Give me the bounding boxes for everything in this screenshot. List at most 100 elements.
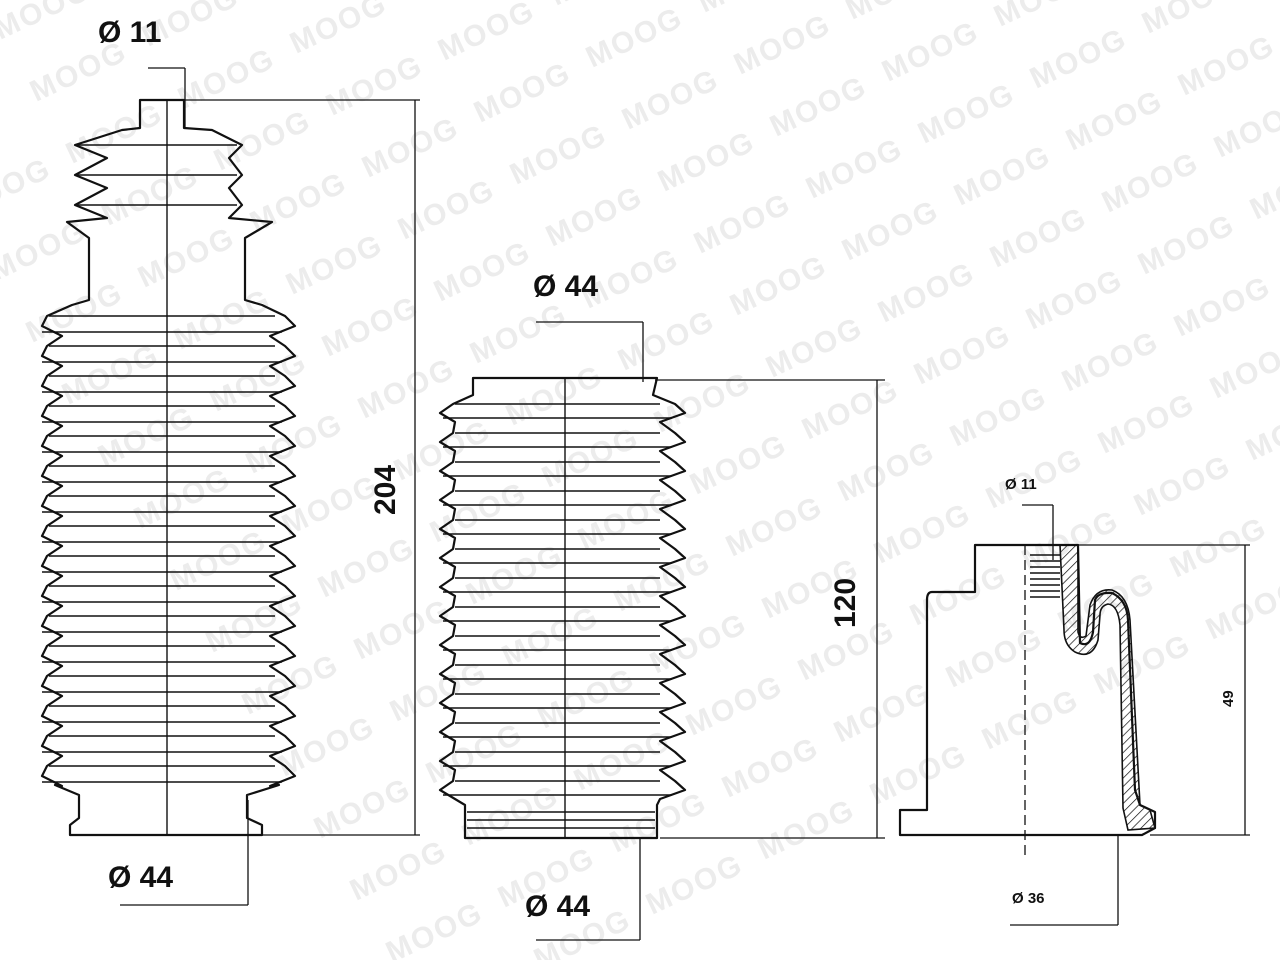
watermark-text: MOOG xyxy=(0,152,56,225)
watermark-text: MOOG xyxy=(97,159,204,232)
watermark-text: MOOG xyxy=(833,435,940,508)
watermark-text: MOOG xyxy=(61,97,168,170)
watermark-text: MOOG xyxy=(1173,29,1280,102)
boot-mid-bottom-diameter-label: Ø 44 xyxy=(525,890,590,923)
watermark-text: MOOG xyxy=(909,318,1016,391)
watermark-text: MOOG xyxy=(1089,628,1196,701)
watermark-text: MOOG xyxy=(1061,84,1168,157)
steering-boot-long: Ø 11 Ø 44 204 xyxy=(40,16,420,906)
watermark-text: MOOG xyxy=(285,0,392,60)
watermark-text: MOOG xyxy=(457,779,564,852)
boot-long-length-label: 204 xyxy=(369,465,402,515)
watermark-text: MOOG xyxy=(133,221,240,294)
boot-long-ribs xyxy=(42,144,282,783)
boot-mid-outline xyxy=(438,376,687,840)
watermark-text: MOOG xyxy=(829,676,936,749)
watermark-text: MOOG xyxy=(357,111,464,184)
watermark-text: MOOG xyxy=(469,56,576,129)
watermark-text: MOOG xyxy=(649,366,756,439)
watermark-text: MOOG xyxy=(433,0,540,67)
watermark-text: MOOG xyxy=(205,345,312,418)
watermark-text: MOOG xyxy=(913,77,1020,150)
watermark-text: MOOG xyxy=(1209,91,1280,164)
boot-long-outline xyxy=(40,98,297,837)
watermark-text: MOOG xyxy=(505,118,612,191)
boot-small-top-diameter-label: Ø 11 xyxy=(1005,476,1037,493)
boot-small-inner-ribs xyxy=(1030,554,1060,598)
watermark-text: MOOG xyxy=(765,70,872,143)
watermark-text: MOOG xyxy=(653,125,760,198)
steering-boot-small: Ø 11 Ø 36 49 xyxy=(898,476,1250,926)
watermark-text: MOOG xyxy=(985,201,1092,274)
watermark-text: MOOG xyxy=(721,490,828,563)
watermark-text: MOOG xyxy=(465,297,572,370)
watermark-text: MOOG xyxy=(537,421,644,494)
watermark-text: MOOG xyxy=(905,559,1012,632)
boot-mid-length-label: 120 xyxy=(829,578,862,628)
watermark-text: MOOG xyxy=(761,311,868,384)
watermark-text: MOOG xyxy=(877,15,984,88)
watermark-text: MOOG xyxy=(873,256,980,329)
watermark-text: MOOG xyxy=(941,621,1048,694)
watermark-text: MOOG xyxy=(989,0,1096,33)
watermark-text: MOOG xyxy=(1241,394,1280,467)
watermark-text: MOOG xyxy=(429,235,536,308)
watermark-text: MOOG xyxy=(693,0,800,19)
watermark-text: MOOG xyxy=(385,655,492,728)
watermark-text: MOOG xyxy=(21,276,128,349)
boot-long-top-diameter-label: Ø 11 xyxy=(98,16,161,49)
watermark-text: MOOG xyxy=(725,249,832,322)
watermark-text: MOOG xyxy=(501,359,608,432)
watermark-text: MOOG xyxy=(381,896,488,960)
watermark-text: MOOG xyxy=(0,214,92,287)
watermark-text: MOOG xyxy=(393,173,500,246)
watermark-text: MOOG xyxy=(837,194,944,267)
watermark-text: MOOG xyxy=(1133,208,1240,281)
watermark-text: MOOG xyxy=(717,731,824,804)
watermark-text: MOOG xyxy=(541,180,648,253)
watermark-text: MOOG xyxy=(309,772,416,845)
boot-mid-top-diameter-label: Ø 44 xyxy=(533,270,598,303)
watermark-text: MOOG xyxy=(1165,511,1272,584)
boot-small-bottom-diameter-label: Ø 36 xyxy=(1012,890,1045,907)
watermark-text: MOOG xyxy=(349,593,456,666)
boot-small-section-hatch xyxy=(1059,544,1157,831)
watermark-text: MOOG xyxy=(1093,387,1200,460)
watermark-text: MOOG xyxy=(569,724,676,797)
watermark-text: MOOG xyxy=(421,717,528,790)
watermark-text: MOOG xyxy=(425,476,532,549)
watermark-text: MOOG xyxy=(645,607,752,680)
watermark-text: MOOG xyxy=(533,662,640,735)
watermark-text: MOOG xyxy=(317,290,424,363)
watermark-text: MOOG xyxy=(129,462,236,535)
watermark-text: MOOG xyxy=(949,139,1056,212)
watermark-text: MOOG xyxy=(1169,270,1276,343)
watermark-text: MOOG xyxy=(605,786,712,859)
watermark-text: MOOG xyxy=(685,428,792,501)
steering-boot-mid: Ø 44 Ø 44 120 xyxy=(438,270,885,941)
watermark-text: MOOG xyxy=(1129,449,1236,522)
watermark-text: MOOG xyxy=(281,228,388,301)
watermark-text: MOOG xyxy=(681,669,788,742)
watermark-text: MOOG xyxy=(865,738,972,811)
watermark-text: MOOG xyxy=(1097,146,1204,219)
watermark-text: MOOG xyxy=(321,49,428,122)
watermark-text: MOOG xyxy=(173,42,280,115)
watermark-text: MOOG xyxy=(1057,325,1164,398)
watermark-text: MOOG xyxy=(313,531,420,604)
watermark-text: MOOG xyxy=(1201,573,1280,646)
watermark-text: MOOG xyxy=(841,0,948,26)
watermark-text: MOOG xyxy=(209,104,316,177)
watermark-text: MOOG xyxy=(869,497,976,570)
watermark-text: MOOG xyxy=(273,710,380,783)
watermark-text: MOOG xyxy=(617,63,724,136)
watermark-text: MOOG xyxy=(613,304,720,377)
watermark-text: MOOG xyxy=(1025,22,1132,95)
watermark-text: MOOG xyxy=(1245,153,1280,226)
watermark-text: MOOG xyxy=(545,0,652,12)
watermark-text: MOOG xyxy=(797,373,904,446)
watermark-text: MOOG xyxy=(57,338,164,411)
watermark-text: MOOG xyxy=(1137,0,1244,40)
